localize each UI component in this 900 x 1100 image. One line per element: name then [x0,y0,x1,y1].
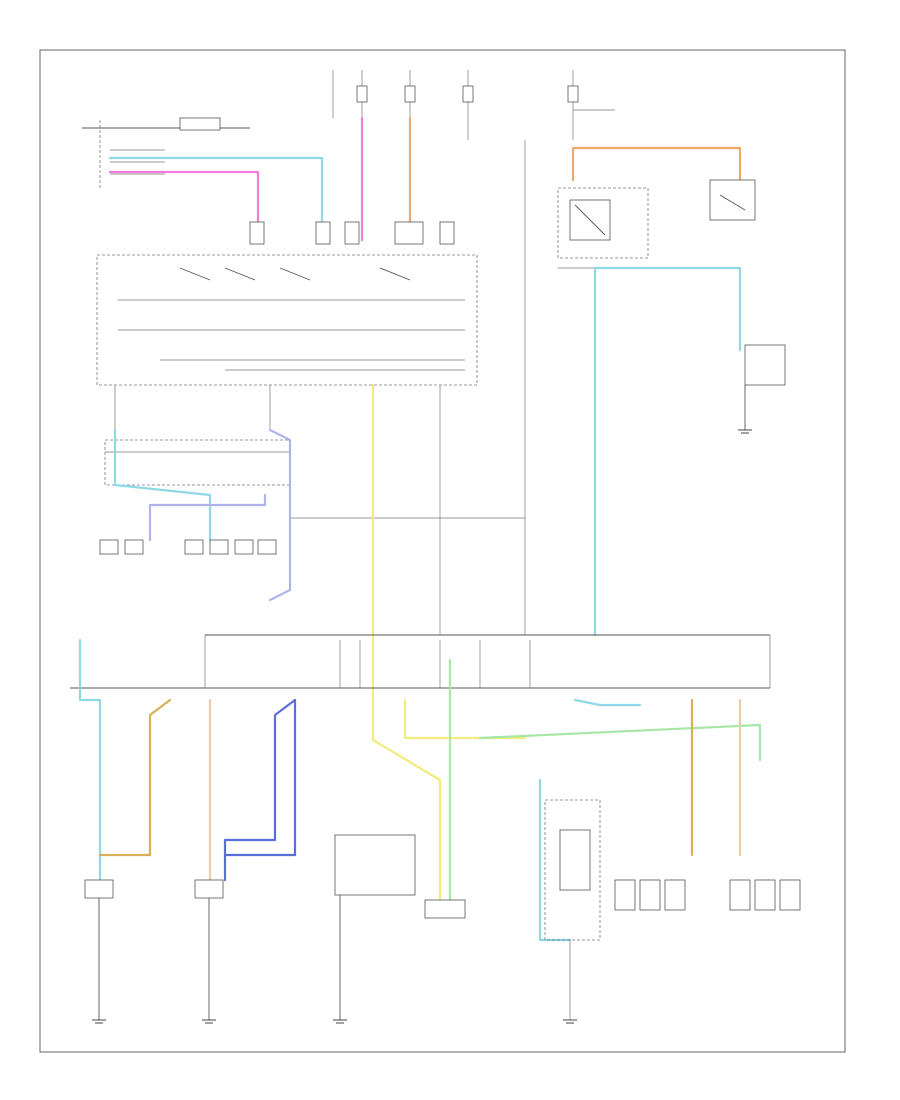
wire-blue-2 [223,698,297,857]
ground-symbol-3 [333,1019,347,1024]
headlamp-switch-input [82,117,250,190]
signal-lamps [99,539,277,555]
top-fuse-column-3 [462,70,474,140]
wire-tan-1 [98,698,172,857]
wire-lavender-right [268,428,292,602]
turn-signal-box [104,439,291,486]
ground-symbol-2 [202,1019,216,1024]
wire-light-blue-left [113,428,212,542]
rear-lamp-group-1 [614,879,686,911]
lamp-front-left [84,879,114,1020]
wire-light-blue-top [108,156,324,242]
lamp-middle [334,834,416,1020]
connector-block [70,634,771,689]
wire-light-blue-lower-1 [78,638,102,882]
wire-pink-1 [108,170,260,242]
top-fuse-column-4 [567,70,615,140]
wire-blue [223,698,297,882]
wire-lavender [148,493,267,542]
ground-symbol-top-right [738,429,752,434]
wire-yellow-branch [403,698,527,740]
relay-box [557,179,756,269]
ground-symbol-4 [563,940,577,1024]
wire-orange-right [571,146,742,182]
rear-lamp-left [544,799,601,941]
right-component [744,344,786,430]
ground-symbol-1 [92,1019,106,1024]
lamp-front-right [194,879,224,1020]
trailer-connector [424,899,466,919]
wire-yellow [371,383,442,907]
diagram-frame [39,49,846,1053]
wire-light-blue-right [593,266,742,352]
switch-box [96,221,478,386]
rear-lamp-group-2 [729,879,801,911]
wire-green-horizontal [478,723,762,762]
wire-light-blue-rear-connector [573,698,642,707]
